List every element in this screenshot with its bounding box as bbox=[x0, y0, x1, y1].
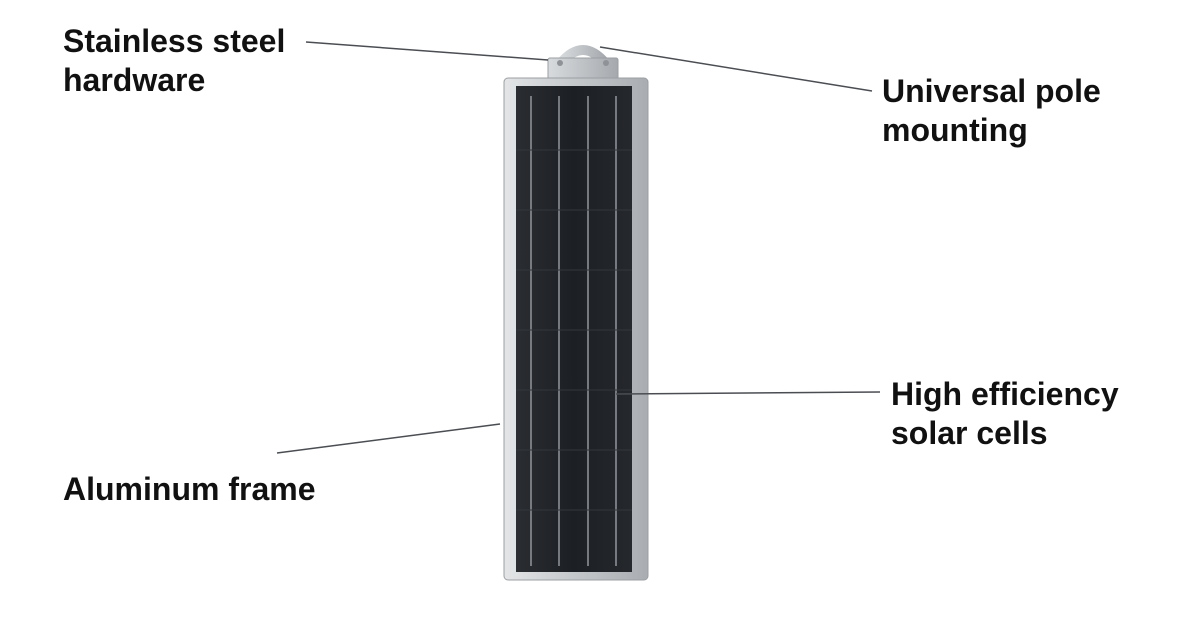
callout-aluminum-frame: Aluminum frame bbox=[63, 470, 315, 509]
callout-line: Stainless steel bbox=[63, 23, 286, 59]
callout-universal-pole-mounting: Universal pole mounting bbox=[882, 72, 1101, 150]
callout-line: Universal pole bbox=[882, 73, 1101, 109]
mounting-bracket bbox=[547, 45, 619, 81]
leader-line-aluminum-frame bbox=[276, 423, 501, 454]
callout-line: solar cells bbox=[891, 415, 1048, 451]
callout-stainless-steel-hardware: Stainless steel hardware bbox=[63, 22, 285, 100]
callout-high-efficiency-solar-cells: High efficiency solar cells bbox=[891, 375, 1119, 453]
callout-line: Aluminum frame bbox=[63, 471, 316, 507]
callout-line: mounting bbox=[882, 112, 1028, 148]
callout-line: High efficiency bbox=[891, 376, 1119, 412]
solar-cell-array bbox=[516, 86, 632, 572]
leader-line-solar-cells bbox=[615, 391, 881, 395]
leader-lines bbox=[276, 41, 881, 454]
leader-line-pole-mounting bbox=[599, 46, 873, 92]
leader-line-stainless-steel bbox=[305, 41, 549, 61]
callout-line: hardware bbox=[63, 62, 206, 98]
